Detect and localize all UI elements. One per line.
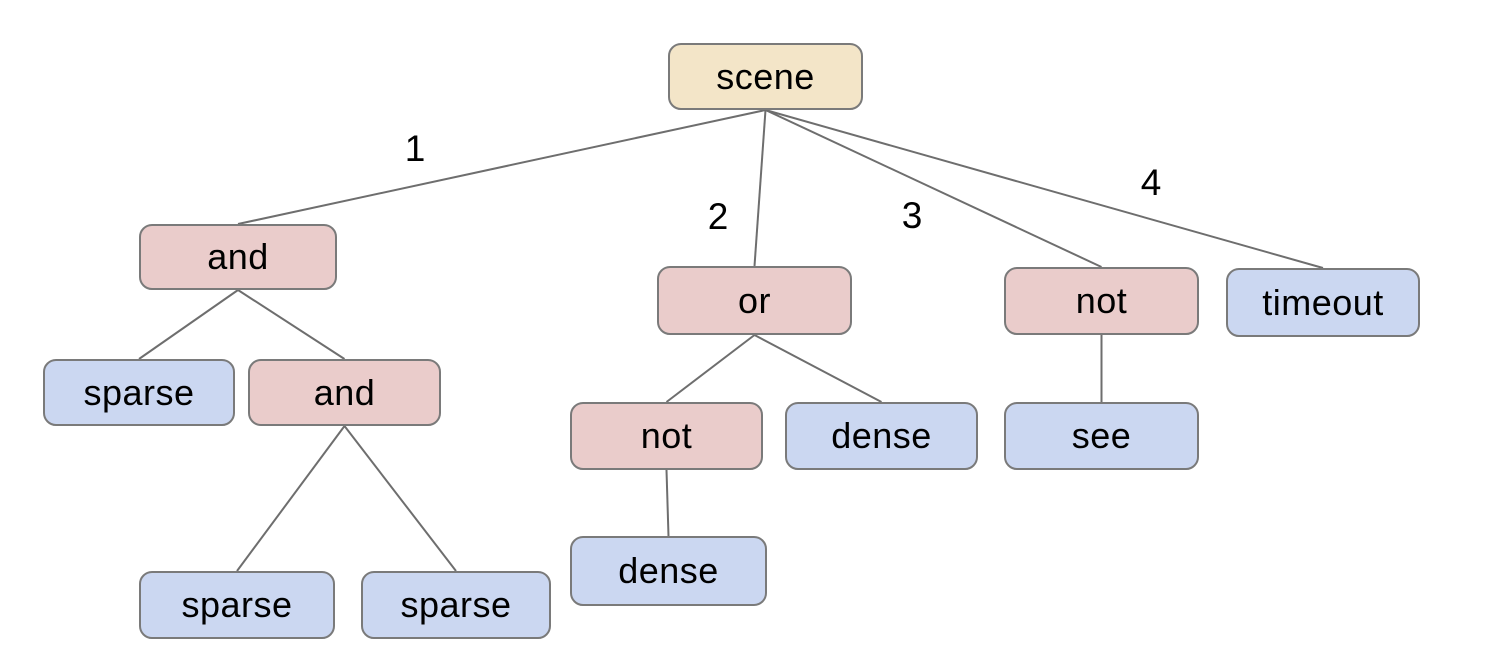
edge-scene-to-or-1 [753, 109, 767, 267]
node-label: sparse [181, 584, 293, 625]
node-label: and [313, 371, 376, 413]
node-label: scene [716, 55, 815, 97]
edge-scene-to-not-1 [765, 109, 1102, 268]
edge-and-1-to-sparse-1 [138, 289, 239, 360]
tree-node-not-1: not [1004, 267, 1199, 335]
tree-node-timeout-1: timeout [1226, 268, 1420, 337]
tree-node-sparse-2: sparse [139, 571, 335, 639]
edge-label-2: 2 [707, 196, 729, 237]
node-label: timeout [1262, 281, 1384, 323]
tree-node-and-1: and [139, 224, 337, 290]
tree-node-or-1: or [657, 266, 852, 335]
tree-node-dense-1: dense [785, 402, 978, 470]
edge-scene-to-and-1 [237, 109, 766, 225]
edge-and-2-to-sparse-3 [343, 425, 457, 572]
node-label: or [737, 279, 771, 321]
node-label: sparse [400, 584, 512, 625]
tree-node-sparse-3: sparse [361, 571, 551, 639]
edge-label-4: 4 [1140, 162, 1162, 203]
edge-label-3: 3 [901, 195, 923, 236]
node-label: not [640, 415, 693, 456]
edge-not-2-to-dense-2 [665, 469, 670, 537]
node-label: dense [618, 550, 719, 591]
tree-node-sparse-1: sparse [43, 359, 235, 426]
tree-node-dense-2: dense [570, 536, 767, 606]
edge-and-2-to-sparse-2 [236, 425, 346, 572]
node-label: and [207, 236, 269, 277]
edge-label-1: 1 [404, 128, 426, 169]
tree-node-see-1: see [1004, 402, 1199, 470]
node-label: dense [831, 415, 932, 456]
edge-or-1-to-not-2 [665, 334, 756, 403]
node-label: not [1075, 280, 1128, 321]
tree-node-not-2: not [570, 402, 763, 470]
edge-or-1-to-dense-1 [754, 334, 882, 403]
edge-scene-to-timeout-1 [765, 109, 1324, 269]
node-label: sparse [83, 371, 195, 413]
edge-and-1-to-and-2 [237, 289, 346, 360]
tree-node-scene: scene [668, 43, 863, 110]
tree-node-and-2: and [248, 359, 441, 426]
node-label: see [1071, 415, 1132, 456]
